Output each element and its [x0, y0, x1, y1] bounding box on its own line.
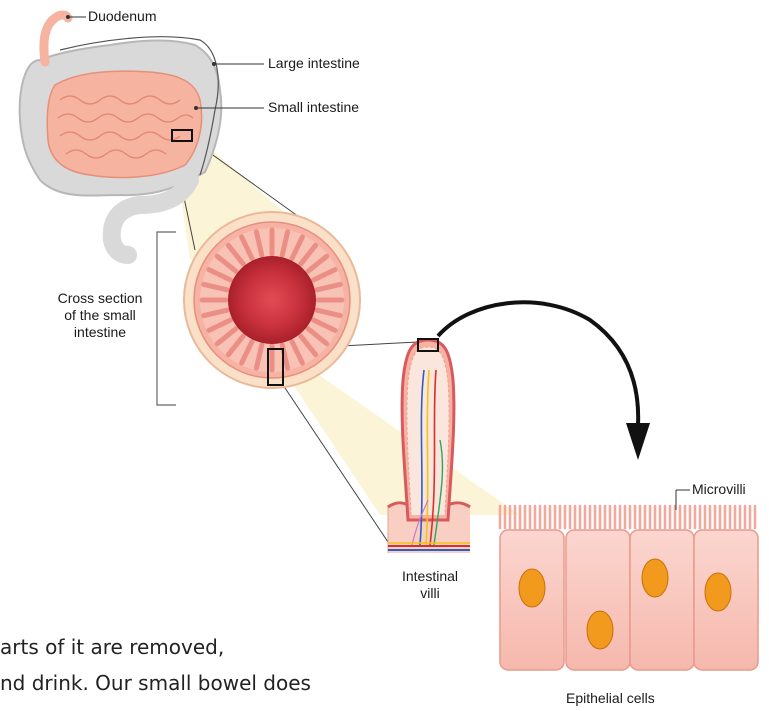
label-epithelial-cells: Epithelial cells	[566, 690, 655, 707]
cell-nucleus	[587, 611, 613, 649]
cross-section-diagram	[184, 212, 360, 388]
label-cross-section-line1: Cross section	[40, 290, 160, 307]
label-cross-section-line2: of the small	[40, 307, 160, 324]
label-large-intestine: Large intestine	[268, 55, 360, 72]
label-small-intestine: Small intestine	[268, 99, 359, 116]
cell-nucleus	[642, 559, 668, 597]
label-intestinal-villi: Intestinal villi	[380, 568, 480, 602]
body-text-line1: arts of it are removed,	[0, 630, 224, 664]
epithelial-cell	[630, 530, 694, 670]
label-villi-line1: Intestinal	[380, 568, 480, 585]
label-duodenum: Duodenum	[88, 8, 157, 25]
label-cross-section-line3: intestine	[40, 324, 160, 341]
epithelial-cells-diagram	[500, 506, 758, 670]
cell-nucleus	[705, 573, 731, 611]
label-microvilli: Microvilli	[692, 481, 746, 498]
zoom-arrow	[438, 302, 638, 425]
label-cross-section: Cross section of the small intestine	[40, 290, 160, 341]
label-villi-line2: villi	[380, 585, 480, 602]
cell-nucleus	[519, 569, 545, 607]
body-text-line2: nd drink. Our small bowel does	[0, 666, 311, 700]
small-intestine-shape	[47, 71, 201, 177]
